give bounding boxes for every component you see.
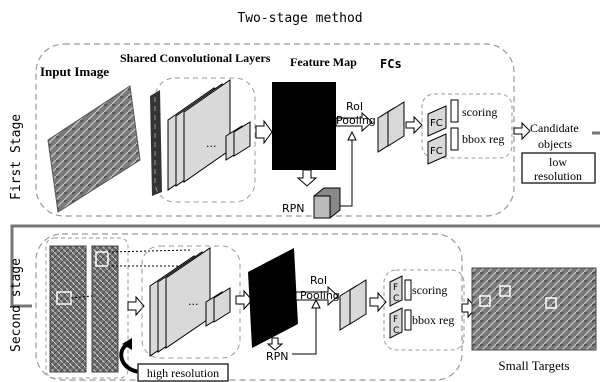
fc-label-1b: FC [430,146,443,157]
bbox-reg-label-1: bbox reg [462,132,504,146]
rpn-label-1: RPN [282,202,305,215]
shared-conv-label: Shared Convolutional Layers [120,51,271,65]
fcs-label: FCs [380,57,402,71]
resolution-label: resolution [534,169,582,183]
zoom-lines [108,250,190,266]
fc-label-1a: FC [430,118,443,129]
fc-stack-1 [378,102,404,152]
input-image [48,86,140,212]
input-image-edge [150,90,162,196]
diagram-title: Two-stage method [237,11,362,26]
rpn-feedback-line-1 [340,140,352,206]
fc-label-2a-f: F [393,283,398,293]
conv-layers [168,80,250,190]
pooling-label-2: Pooling [300,289,340,302]
fc-label-2a-c: C [393,294,399,304]
low-label: low [549,155,567,169]
feature-map-label: Feature Map [290,55,357,69]
fc-label-2b-c: C [393,326,399,336]
pooling-label-1: Pooling [336,114,376,127]
candidate-label-2: objects [538,137,572,151]
small-targets-image [472,268,596,350]
crop-image-1 [50,246,86,372]
rpn-down-arrow-2 [268,338,282,350]
scoring-label-2: scoring [412,283,447,297]
fc-label-2b-f: F [393,315,398,325]
feature-map-2 [248,248,298,348]
high-resolution-label: high resolution [147,366,219,380]
conv-dots-2: ··· [188,298,199,311]
arrow-to-candidates [514,123,530,139]
conv-dots: ··· [206,140,217,153]
rpn-label-2: RPN [266,350,289,363]
candidate-label-1: Candidate [530,121,579,135]
second-stage-label: Second stage [9,258,24,352]
first-stage-label: First Stage [9,114,24,200]
fc-stack-2 [340,280,366,330]
scoring-label-1: scoring [462,105,497,119]
arrow-fc-to-head-1 [406,117,422,133]
small-targets-label: Small Targets [498,358,569,373]
arrow-conv-to-feature [256,121,272,143]
rpn-down-arrow-1 [298,170,316,186]
feature-map [272,82,336,170]
bbox-reg-label-2: bbox reg [412,313,454,327]
roi-label-1: RoI [346,100,363,113]
roi-label-2: RoI [310,274,327,287]
input-image-label: Input Image [40,64,109,79]
